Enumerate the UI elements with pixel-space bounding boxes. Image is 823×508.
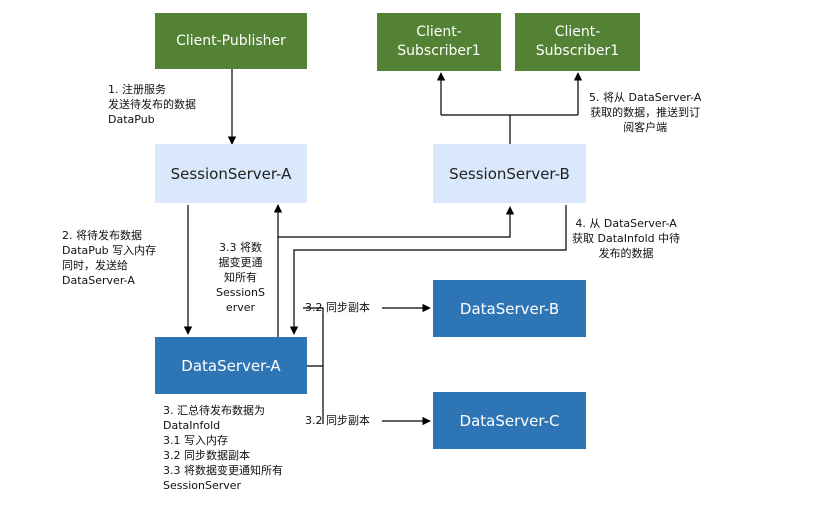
step-3-2-c-label: 3.2 同步副本 [305,414,370,427]
step-2-label: 2. 将待发布数据 DataPub 写入内存 同时，发送给 DataServer… [62,229,157,287]
client-subscriber-node-2: Client- Subscriber1 [515,13,640,71]
client-subscriber-label: Client- Subscriber1 [397,24,481,59]
step-3-label: 3. 汇总待发布数据为 DataInfold 3.1 写入内存 3.2 同步数据… [163,404,283,492]
data-server-c-node: DataServer-C [433,392,586,449]
data-server-a-label: DataServer-A [181,356,281,375]
client-publisher-label: Client-Publisher [176,32,286,49]
session-server-b-label: SessionServer-B [449,164,570,183]
client-subscriber-label: Client- Subscriber1 [535,24,620,59]
step-3-2-b-label: 3.2 同步副本 [305,301,370,314]
session-server-a-label: SessionServer-A [170,164,292,183]
data-server-a-node: DataServer-A [155,337,307,394]
session-server-a-node: SessionServer-A [155,144,307,203]
arrow-session-b-to-data-a [289,205,567,335]
data-server-c-label: DataServer-C [459,411,560,430]
arrow-data-a-to-session-b [278,206,515,238]
step-4-label: 4. 从 DataServer-A 获取 DataInfold 中待 发布的数据 [572,217,681,260]
step-3-3-label: 3.3 将数 据变更通 知所有 SessionS erver [216,241,265,314]
data-server-b-node: DataServer-B [433,280,586,337]
client-publisher-node: Client-Publisher [155,13,307,69]
connector-data-a-to-data-b [303,307,324,366]
step-5-label: 5. 将从 DataServer-A 获取的数据，推送到订 阅客户端 [589,91,702,134]
step-1-label: 1. 注册服务 发送待发布的数据 DataPub [108,83,196,126]
client-subscriber-node-1: Client- Subscriber1 [377,13,501,71]
data-server-b-label: DataServer-B [459,299,560,318]
session-server-b-node: SessionServer-B [433,144,586,203]
